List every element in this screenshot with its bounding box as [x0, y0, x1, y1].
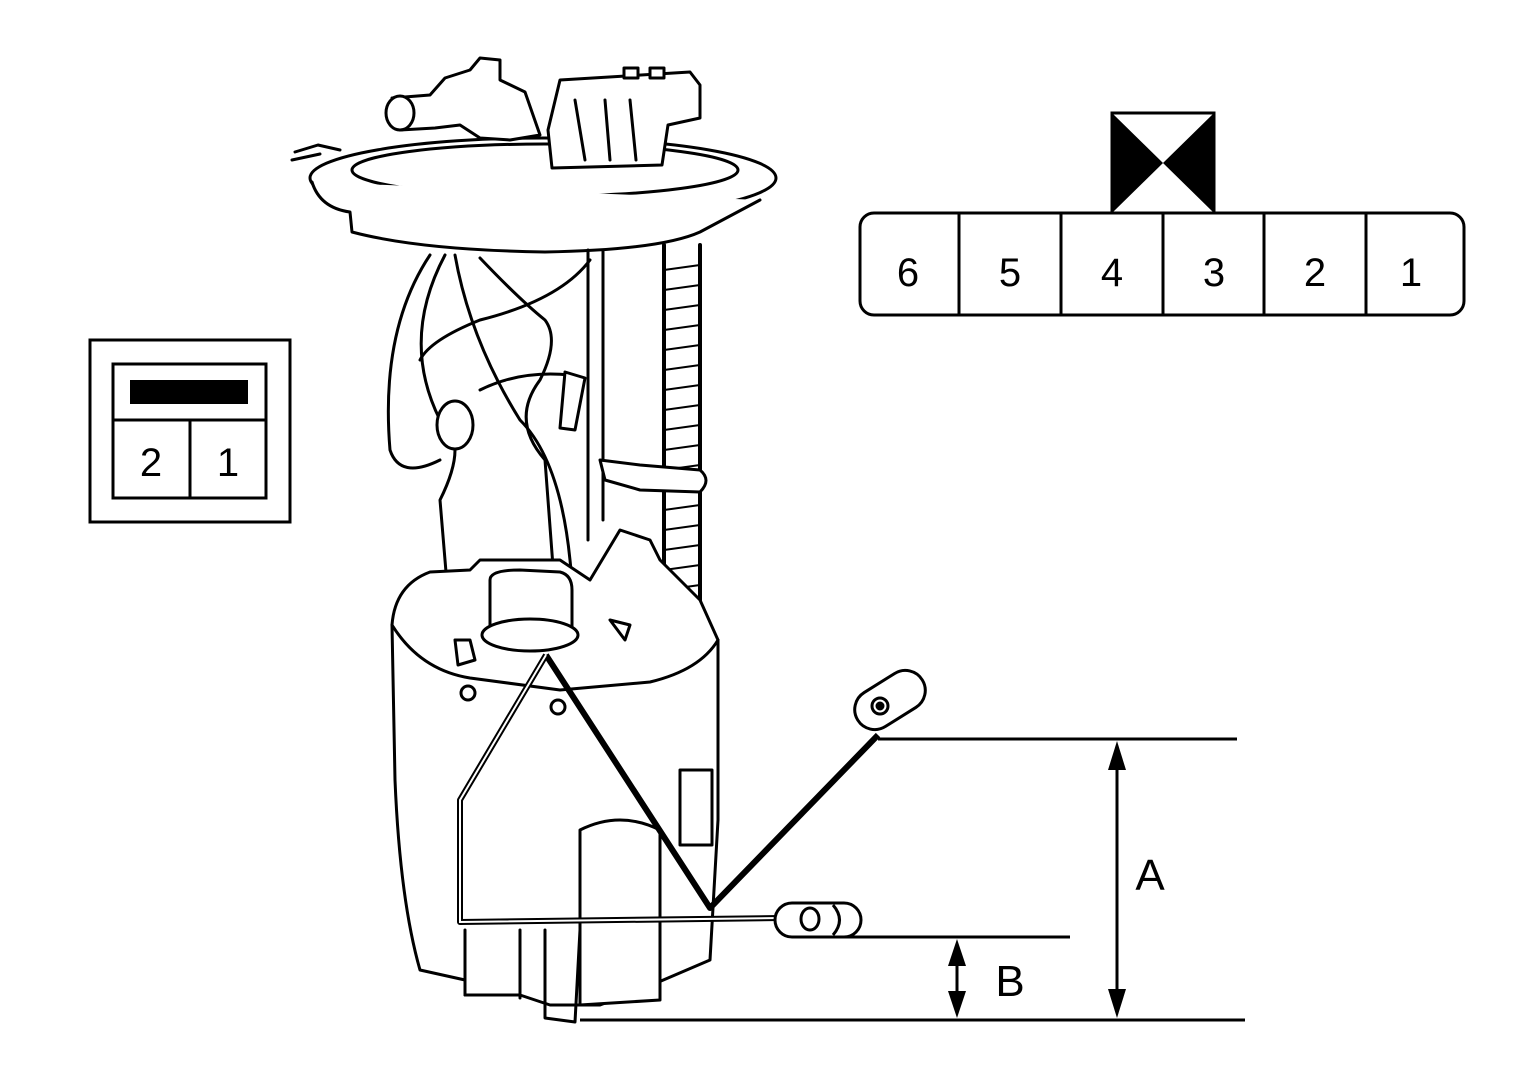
connector-2pin-lock-bar	[130, 380, 248, 404]
connector-2pin-pin: 1	[217, 441, 239, 485]
dimension-b-label: B	[995, 957, 1024, 1006]
connector-6pin-pin: 5	[999, 251, 1021, 295]
dimension-lines	[580, 737, 1245, 1022]
connector-6pin-pin: 2	[1304, 251, 1326, 295]
connector-6pin-pin: 6	[897, 251, 919, 295]
connector-6pin-pin: 1	[1400, 251, 1422, 295]
dimension-a-label: A	[1135, 851, 1165, 900]
connector-2pin-pin: 2	[140, 441, 162, 485]
connector-6pin-pin: 3	[1203, 251, 1225, 295]
fuel-pump-assembly	[290, 56, 778, 1024]
connector-6pin-pin: 4	[1101, 251, 1123, 295]
float-arm-outline	[459, 654, 781, 924]
float-upper	[853, 668, 927, 732]
float-lower	[773, 901, 863, 939]
connector-2pin	[88, 338, 292, 524]
connector-6pin	[858, 111, 1466, 317]
